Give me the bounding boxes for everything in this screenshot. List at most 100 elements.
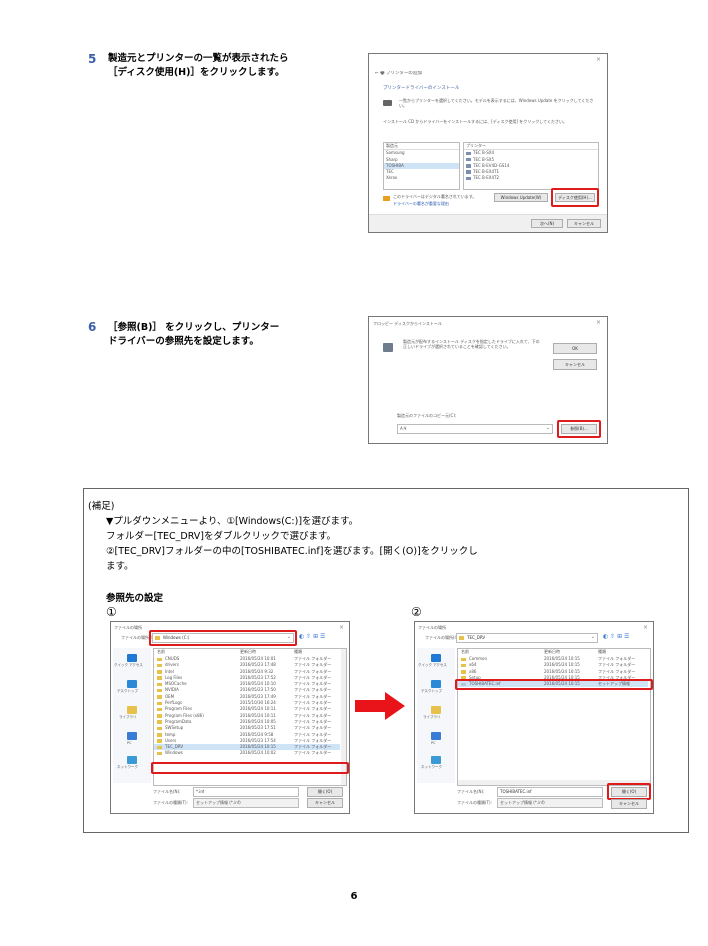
sidebar-item-desktop[interactable]: デスクトップ: [117, 689, 138, 693]
list-item[interactable]: TEC B-EV4D-GS14: [473, 162, 510, 168]
col-header-name[interactable]: 名前: [157, 649, 165, 654]
list-item[interactable]: Samsung: [386, 150, 405, 156]
quick-access-icon[interactable]: [127, 654, 137, 662]
filename-field[interactable]: TOSHIBATEC.inf: [497, 787, 603, 797]
browse-button[interactable]: 参照(B)...: [561, 424, 597, 434]
sidebar-item-network[interactable]: ネットワーク: [421, 765, 442, 769]
cancel-button[interactable]: キャンセル: [553, 359, 597, 370]
sidebar-item-library[interactable]: ライブラリ: [423, 715, 441, 719]
chevron-down-icon[interactable]: ⌄: [590, 634, 595, 640]
list-item[interactable]: TEC: [386, 169, 394, 175]
col-header-date[interactable]: 更新日時: [240, 649, 256, 654]
filetype-dropdown[interactable]: セットアップ情報 (*.inf): [497, 798, 603, 808]
pc-icon[interactable]: [127, 732, 137, 740]
sidebar-item-desktop[interactable]: デスクトップ: [421, 689, 442, 693]
cell-name: temp: [165, 731, 176, 737]
sidebar-item-library[interactable]: ライブラリ: [119, 715, 137, 719]
list-item[interactable]: TEC B-EX4T1: [473, 169, 500, 175]
list-item[interactable]: Xerox: [386, 175, 398, 181]
have-disk-highlight: [551, 188, 599, 207]
list-item[interactable]: TEC B-SX4: [473, 150, 495, 156]
pc-icon[interactable]: [431, 732, 441, 740]
open-button[interactable]: 開く(O): [611, 787, 647, 797]
open-button[interactable]: 開く(O): [307, 787, 343, 797]
desktop-icon[interactable]: [431, 680, 441, 688]
col-header-type[interactable]: 種類: [598, 649, 606, 654]
nav-toolbar-icons[interactable]: ◐ ⇧ ⊞ ☰: [299, 633, 326, 640]
list-item[interactable]: Sharp: [386, 156, 398, 162]
filetype-dropdown[interactable]: セットアップ情報 (*.inf): [193, 798, 299, 808]
col-header-type[interactable]: 種類: [294, 649, 302, 654]
nav-toolbar-icons[interactable]: ◐ ⇧ ⊞ ☰: [603, 633, 630, 640]
close-icon[interactable]: ×: [595, 319, 601, 326]
network-icon[interactable]: [127, 756, 137, 764]
arrow-right-icon: [355, 692, 405, 720]
windows-update-button[interactable]: Windows Update(W): [494, 193, 548, 202]
network-icon[interactable]: [431, 756, 441, 764]
signing-link[interactable]: ドライバーの署名が重要な理由: [393, 201, 449, 206]
sidebar-item-pc[interactable]: PC: [127, 741, 132, 745]
col-header-date[interactable]: 更新日時: [544, 649, 560, 654]
cell-type: ファイル フォルダー: [294, 674, 332, 680]
col-header-name[interactable]: 名前: [461, 649, 469, 654]
list-item[interactable]: TOSHIBA: [384, 162, 459, 170]
close-icon[interactable]: ×: [642, 624, 648, 631]
printer-list[interactable]: プリンター TEC B-SX4 TEC B-SX5 TEC B-EV4D-GS1…: [463, 142, 599, 190]
sidebar-item-network[interactable]: ネットワーク: [117, 765, 138, 769]
sidebar-item-quick-access[interactable]: クイック アクセス: [114, 663, 143, 667]
next-button[interactable]: 次へ(N): [531, 219, 563, 228]
ok-button[interactable]: OK: [553, 343, 597, 354]
cancel-button[interactable]: キャンセル: [567, 219, 601, 228]
sidebar-item-pc[interactable]: PC: [431, 741, 436, 745]
cell-type: ファイル フォルダー: [598, 662, 636, 668]
desktop-icon[interactable]: [127, 680, 137, 688]
back-label[interactable]: ← 🖶 プリンターの追加: [375, 71, 422, 76]
scrollbar[interactable]: [458, 780, 650, 785]
close-icon[interactable]: ×: [338, 624, 344, 631]
folder-icon: [157, 682, 162, 687]
copy-from-field[interactable]: A:¥ ⌄: [397, 424, 553, 434]
location-dropdown[interactable]: TEC_DRV ⌄: [456, 633, 598, 643]
list-item[interactable]: TEC B-EX4T2: [473, 175, 500, 181]
library-icon[interactable]: [431, 706, 441, 714]
list-item[interactable]: TEC B-SX5: [473, 156, 495, 162]
scrollbar[interactable]: [341, 649, 346, 785]
cancel-button[interactable]: キャンセル: [307, 798, 343, 808]
page-number: 6: [350, 891, 358, 902]
quick-access-icon[interactable]: [431, 654, 441, 662]
filename-field[interactable]: *.inf: [193, 787, 299, 797]
step-6-number: 6: [88, 320, 97, 334]
have-disk-button[interactable]: ディスク使用(H)...: [555, 193, 595, 202]
sidebar-item-quick-access[interactable]: クイック アクセス: [418, 663, 447, 667]
library-icon[interactable]: [127, 706, 137, 714]
manufacturer-list[interactable]: 製造元 Samsung Sharp TOSHIBA TEC Xerox: [383, 142, 460, 190]
cancel-button[interactable]: キャンセル: [611, 799, 647, 809]
chevron-down-icon[interactable]: ⌄: [545, 425, 550, 431]
dialog-desc1: 一覧からプリンターを選択してください。モデルを表示するには、Windows Up…: [399, 98, 594, 108]
close-icon[interactable]: ×: [595, 56, 601, 63]
location-dropdown[interactable]: Windows (C:) ⌄: [152, 633, 294, 643]
chevron-down-icon[interactable]: ⌄: [286, 634, 291, 640]
